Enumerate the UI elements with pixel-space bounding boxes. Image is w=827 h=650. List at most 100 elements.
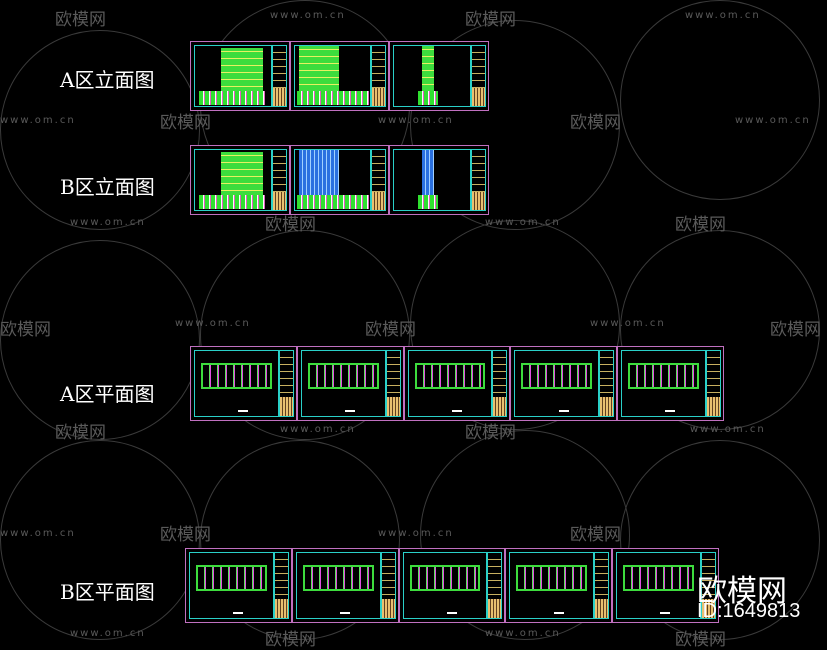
drawing-border: [194, 350, 279, 417]
watermark-url: www.om.cn: [175, 318, 251, 329]
floor-plan: [521, 363, 593, 389]
title-block: [385, 350, 401, 417]
plan-sheet[interactable]: [296, 346, 404, 421]
plan-title-mark: [238, 410, 249, 412]
floor-plan: [414, 363, 486, 389]
title-block: [273, 552, 289, 619]
plan-sheet[interactable]: [398, 548, 506, 623]
watermark-url: www.om.cn: [70, 628, 146, 639]
title-block: [700, 552, 716, 619]
podium-elevation: [418, 195, 439, 209]
drawing-border: [402, 552, 488, 619]
drawing-border: [293, 149, 372, 211]
watermark-logo: 欧模网: [570, 113, 621, 133]
plan-title-mark: [344, 410, 355, 412]
title-block: [470, 149, 486, 211]
watermark-url: www.om.cn: [70, 217, 146, 228]
watermark-url: www.om.cn: [280, 424, 356, 435]
drawing-border: [514, 350, 600, 417]
plan-sheet[interactable]: [510, 346, 618, 421]
plan-sheet[interactable]: [291, 548, 399, 623]
floor-plan: [623, 565, 694, 591]
watermark-logo: 欧模网: [265, 630, 316, 650]
watermark-logo: 欧模网: [465, 423, 516, 443]
elevation-sheet[interactable]: [389, 145, 489, 215]
watermark-url: www.om.cn: [378, 528, 454, 539]
watermark-logo: 欧模网: [465, 10, 516, 30]
plan-sheet[interactable]: [505, 548, 613, 623]
podium-elevation: [296, 91, 369, 105]
plan-title-mark: [665, 410, 676, 412]
elevation-sheet[interactable]: [289, 145, 390, 215]
plan-title-mark: [339, 612, 350, 614]
drawing-border: [621, 350, 706, 417]
watermark-logo: 欧模网: [55, 10, 106, 30]
plan-title-mark: [553, 612, 564, 614]
drawing-border: [393, 149, 471, 211]
section-label-a-elevation: A区立面图: [60, 68, 155, 92]
drawing-border: [194, 45, 272, 107]
watermark-logo: 欧模网: [265, 215, 316, 235]
watermark-logo: 欧模网: [675, 630, 726, 650]
plan-sheet[interactable]: [403, 346, 511, 421]
drawing-border: [616, 552, 701, 619]
drawing-border: [293, 45, 372, 107]
title-block: [705, 350, 721, 417]
watermark-logo: 欧模网: [365, 320, 416, 340]
plan-sheet[interactable]: [190, 346, 297, 421]
watermark-arc: [410, 220, 620, 430]
drawing-border: [300, 350, 386, 417]
watermark-url: www.om.cn: [485, 628, 561, 639]
elevation-sheet[interactable]: [190, 145, 290, 215]
plan-sheet[interactable]: [612, 548, 719, 623]
title-block: [492, 350, 508, 417]
watermark-url: www.om.cn: [685, 10, 761, 21]
watermark-logo: 欧模网: [160, 113, 211, 133]
watermark-arc: [0, 240, 200, 440]
drawing-border: [407, 350, 493, 417]
title-block: [594, 552, 610, 619]
drawing-border: [295, 552, 381, 619]
building-side-elevation: [422, 150, 435, 208]
watermark-logo: 欧模网: [160, 525, 211, 545]
watermark-arc: [200, 230, 410, 440]
b-elevation-sheets[interactable]: [190, 145, 489, 215]
elevation-sheet[interactable]: [389, 41, 489, 111]
watermark-logo: 欧模网: [55, 423, 106, 443]
watermark-logo: 欧模网: [0, 320, 51, 340]
b-plan-sheets[interactable]: [185, 548, 719, 623]
floor-plan: [516, 565, 588, 591]
floor-plan: [628, 363, 699, 389]
drawing-border: [393, 45, 471, 107]
a-plan-sheets[interactable]: [190, 346, 724, 421]
watermark-url: www.om.cn: [690, 424, 766, 435]
watermark-url: www.om.cn: [270, 10, 346, 21]
plan-title-mark: [558, 410, 569, 412]
plan-title-mark: [233, 612, 244, 614]
watermark-url: www.om.cn: [485, 217, 561, 228]
elevation-sheet[interactable]: [289, 41, 390, 111]
a-elevation-sheets[interactable]: [190, 41, 489, 111]
podium-elevation: [418, 91, 439, 105]
plan-sheet[interactable]: [185, 548, 292, 623]
watermark-url: www.om.cn: [735, 115, 811, 126]
title-block: [380, 552, 396, 619]
title-block: [271, 149, 287, 211]
elevation-sheet[interactable]: [190, 41, 290, 111]
watermark-arc: [620, 230, 820, 430]
drawing-border: [194, 149, 272, 211]
title-block: [487, 552, 503, 619]
floor-plan: [307, 363, 379, 389]
watermark-url: www.om.cn: [0, 528, 76, 539]
title-block: [470, 45, 486, 107]
floor-plan: [409, 565, 481, 591]
building-side-elevation: [422, 46, 435, 104]
stamp-logo: 欧模网: [697, 574, 787, 609]
watermark-logo: 欧模网: [570, 525, 621, 545]
plan-sheet[interactable]: [617, 346, 724, 421]
floor-plan: [201, 363, 272, 389]
watermark-arc: [0, 30, 200, 230]
plan-title-mark: [446, 612, 457, 614]
section-label-b-elevation: B区立面图: [60, 175, 155, 199]
watermark-url: www.om.cn: [590, 318, 666, 329]
